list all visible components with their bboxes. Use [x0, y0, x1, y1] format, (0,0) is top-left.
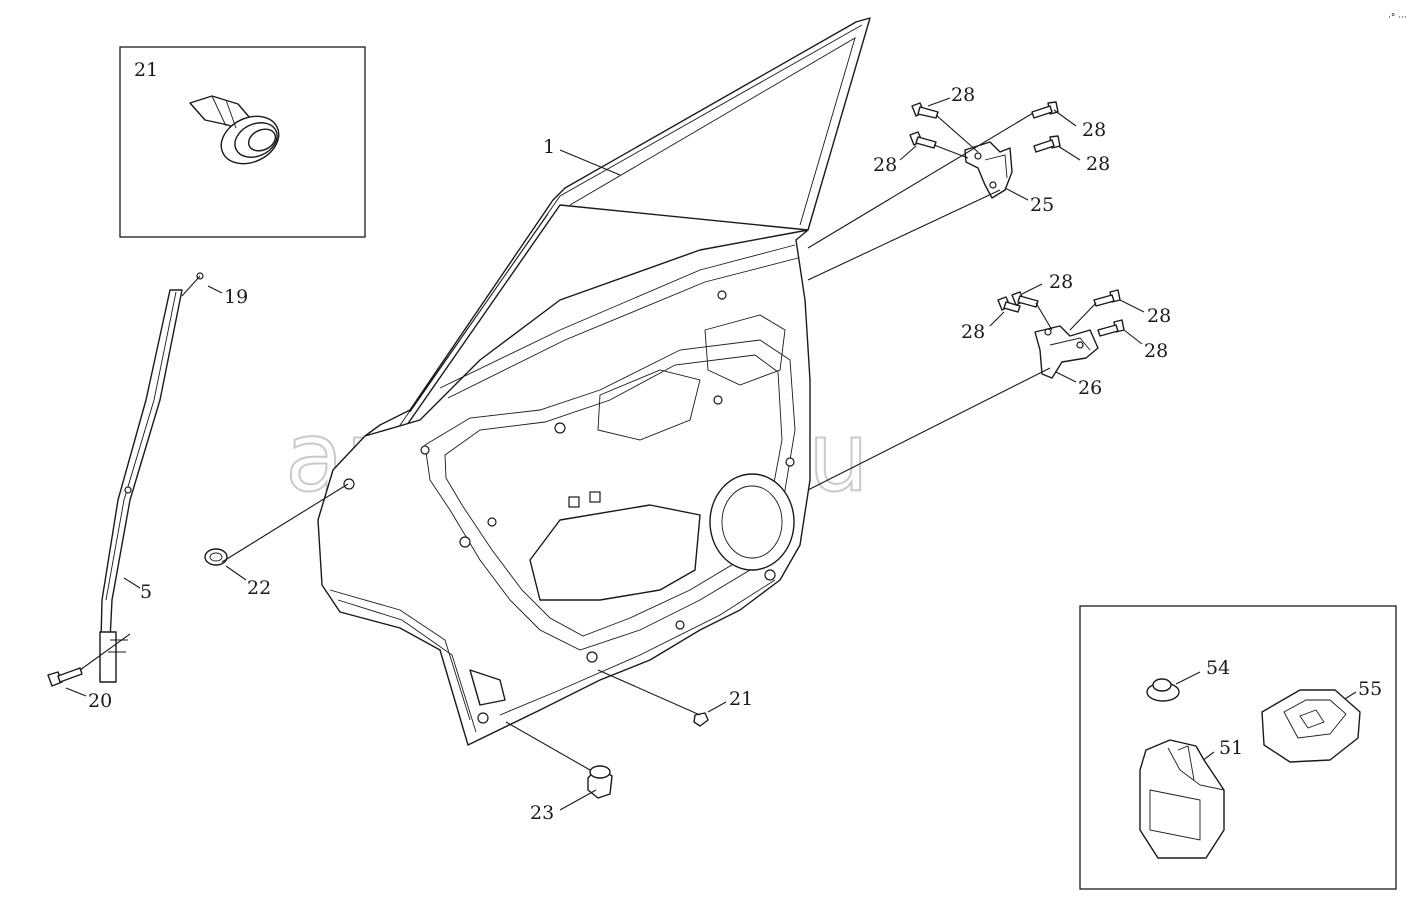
- plug: [1146, 678, 1180, 702]
- clip-main: [693, 712, 709, 727]
- callout-labels: 1 21 21 19 5 20 22 23 25 26 28 28 28 28 …: [88, 59, 1382, 824]
- callout-label-28-a: 28: [951, 84, 975, 106]
- callout-label-22: 22: [247, 577, 271, 599]
- callout-label-28-h: 28: [1144, 340, 1168, 362]
- bolt-lh-1: [1011, 291, 1039, 308]
- bolt-uh-3: [909, 131, 937, 149]
- check-block: [1139, 739, 1225, 859]
- callout-label-5: 5: [140, 581, 152, 603]
- grommet: [204, 548, 228, 566]
- callout-label-28-d: 28: [1086, 153, 1110, 175]
- bolt-lh-4: [1097, 319, 1125, 337]
- glass-run-channel: [99, 289, 183, 683]
- hinge-bolts-lower: [997, 289, 1125, 337]
- callout-label-19: 19: [224, 286, 248, 308]
- leader-lines: [65, 97, 1357, 811]
- callout-label-28-b: 28: [1082, 119, 1106, 141]
- detail-box-lower: [1079, 605, 1397, 890]
- bumper: [587, 765, 613, 799]
- callout-label-28-e: 28: [1049, 271, 1073, 293]
- callout-label-26: 26: [1078, 377, 1102, 399]
- callout-label-28-g: 28: [1147, 305, 1171, 327]
- callout-label-20: 20: [88, 690, 112, 712]
- callout-label-54: 54: [1206, 657, 1230, 679]
- callout-label-1: 1: [543, 136, 555, 158]
- pad: [1261, 689, 1361, 763]
- upper-hinge: [964, 141, 1013, 199]
- bolt-lower: [47, 633, 131, 687]
- bolt-uh-4: [1033, 135, 1061, 153]
- bolt-lh-3: [1093, 289, 1121, 307]
- clip-detail-drawing: [189, 95, 280, 165]
- callout-label-25: 25: [1030, 194, 1054, 216]
- callout-label-55: 55: [1358, 678, 1382, 700]
- lower-hinge: [1034, 325, 1099, 379]
- hinge-bolts-upper: [909, 101, 1061, 153]
- callout-label-23: 23: [530, 802, 554, 824]
- callout-label-21-detail: 21: [134, 59, 158, 81]
- callout-label-28-c: 28: [873, 154, 897, 176]
- bolt-lh-2: [997, 296, 1021, 313]
- corner-mark: ·° ···: [1388, 13, 1407, 23]
- screw: [181, 272, 204, 297]
- door-panel: [317, 17, 871, 746]
- bolt-uh-1: [911, 102, 939, 119]
- callout-label-21: 21: [729, 688, 753, 710]
- callout-label-28-f: 28: [961, 321, 985, 343]
- callout-label-51: 51: [1219, 737, 1243, 759]
- clip-detail-box: [119, 46, 366, 238]
